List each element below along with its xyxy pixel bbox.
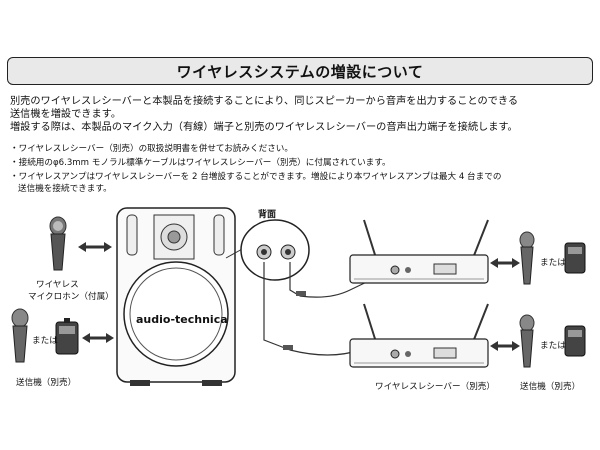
plug-icon [296,291,306,296]
transmitter-mic-icon [11,308,29,363]
double-arrow-icon [78,242,112,252]
note-2: ・接続用のφ6.3mm モノラル標準ケーブルはワイヤレスレシーバー（別売）に付属… [10,158,391,168]
transmitter-label-left: 送信機（別売） [16,378,77,388]
wireless-mic-icon [49,216,67,271]
transmitter-mic-icon [519,314,535,368]
wireless-receiver-1 [349,219,489,284]
intro-line-3: 増設する際は、本製品のマイク入力（有線）端子と別売のワイヤレスレシーバーの音声出… [10,122,518,133]
receiver-label: ワイヤレスレシーバー（別売） [375,382,495,392]
section-title-bar: ワイヤレスシステムの増設について [7,57,593,85]
section-title: ワイヤレスシステムの増設について [176,62,424,81]
back-panel-callout [225,219,310,281]
or-label-right-1: または [540,258,566,268]
bodypack-transmitter-icon [564,242,586,274]
wireless-amp-speaker [116,207,236,386]
transmitter-mic-icon [519,231,535,285]
double-arrow-icon [82,333,114,343]
or-label-left: または [32,336,58,346]
wireless-receiver-2 [349,303,489,368]
transmitter-label-right: 送信機（別売） [520,382,581,392]
intro-line-1: 別売のワイヤレスレシーバーと本製品を接続することにより、同じスピーカーから音声を… [10,96,519,107]
brand-logo-text: audio-technica [136,313,228,326]
mic-label-line-1: ワイヤレス [36,280,79,290]
bodypack-transmitter-icon [55,318,79,355]
intro-line-2: 送信機を増設できます。 [10,109,122,120]
back-label: 背面 [258,210,277,220]
plug-icon [283,345,293,350]
mic-label-line-2: マイクロホン（付属） [28,292,114,302]
note-3b: 送信機を接続できます。 [18,184,112,194]
bodypack-transmitter-icon [564,325,586,357]
double-arrow-icon [490,258,520,268]
or-label-right-2: または [540,341,566,351]
note-3a: ・ワイヤレスアンプはワイヤレスレシーバーを 2 台増設することができます。増設に… [10,172,502,182]
note-1: ・ワイヤレスレシーバー（別売）の取扱説明書を併せてお読みください。 [10,144,293,154]
double-arrow-icon [490,341,520,351]
